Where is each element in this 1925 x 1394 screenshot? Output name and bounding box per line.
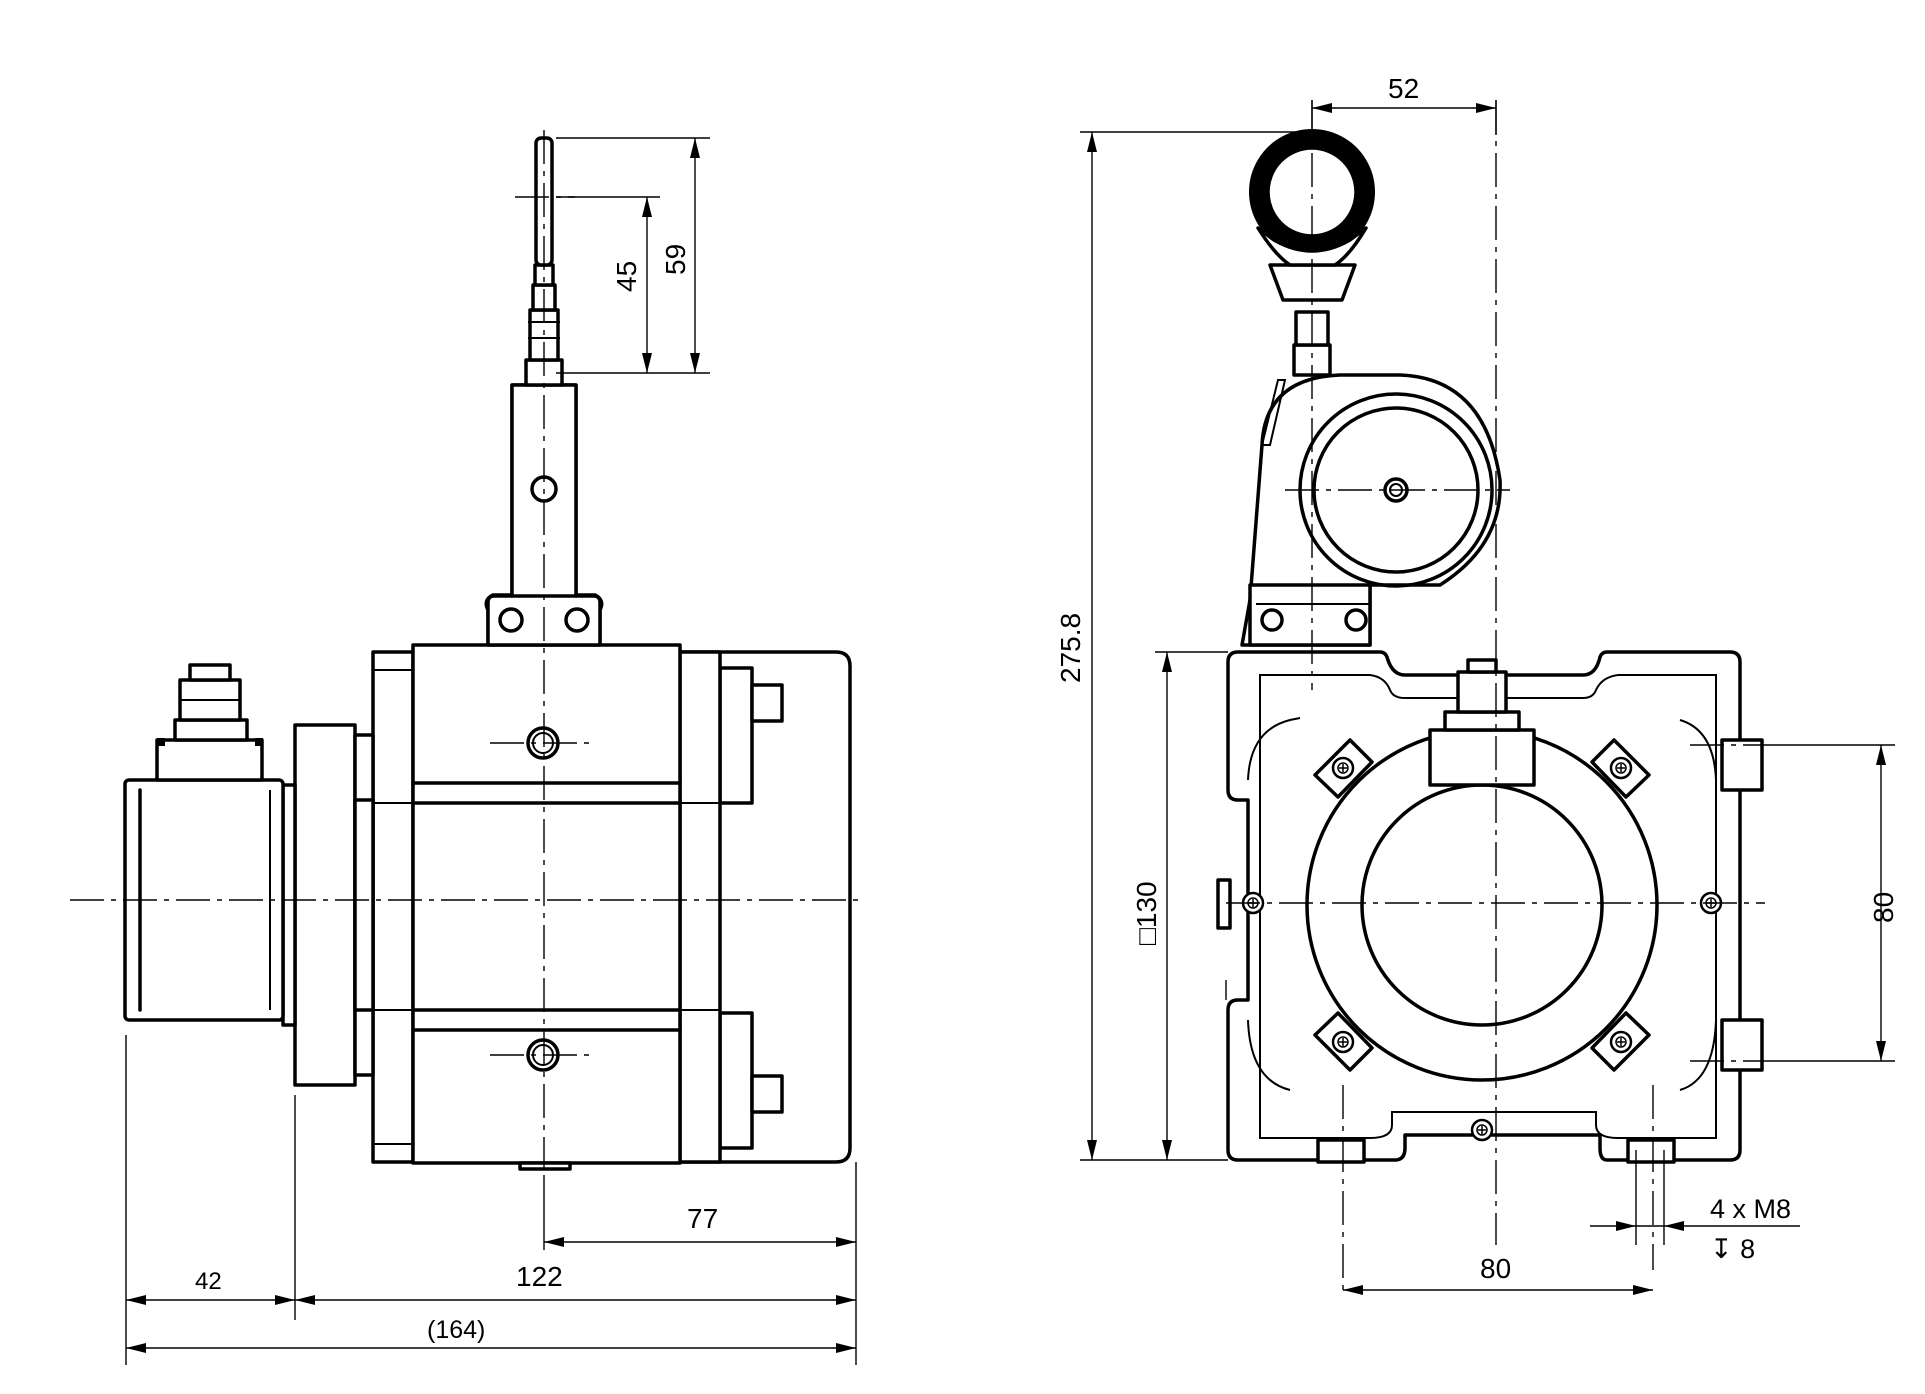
screw-icon <box>1609 1030 1633 1054</box>
flange <box>293 723 357 1087</box>
screw-icon <box>1470 1118 1494 1142</box>
connector-block <box>1428 728 1536 787</box>
side-view: 45 59 77 42 122 (164) <box>70 130 860 1365</box>
screw-icon <box>1331 756 1355 780</box>
housing-body <box>411 643 682 1165</box>
front-view: 52 275.8 □130 80 80 4 x M8 ↧ 8 <box>1055 73 1899 1295</box>
screw-icon <box>1331 1030 1355 1054</box>
clamp-column <box>371 650 415 1164</box>
dim-164: (164) <box>427 1316 485 1344</box>
dim-77: 77 <box>687 1203 718 1234</box>
dim-80-vertical: 80 <box>1868 892 1899 923</box>
dim-45: 45 <box>611 261 642 292</box>
dim-275-8: 275.8 <box>1055 613 1086 683</box>
dim-59: 59 <box>660 244 691 275</box>
thread-depth: ↧ 8 <box>1710 1234 1755 1264</box>
rear-cover <box>658 650 852 1164</box>
housing-outline <box>1226 650 1742 1162</box>
screw-icon <box>1609 756 1633 780</box>
connector-plug <box>155 738 264 782</box>
dim-122: 122 <box>516 1261 563 1292</box>
clamp-tab <box>718 1011 754 1150</box>
thread-spec: 4 x M8 <box>1710 1194 1791 1224</box>
dim-42: 42 <box>195 1268 222 1295</box>
dim-80-horizontal: 80 <box>1480 1253 1511 1284</box>
inner-bore <box>1360 783 1604 1027</box>
dim-130-square: □130 <box>1131 881 1162 945</box>
clamp-tab <box>718 666 754 805</box>
clamp-column <box>678 650 722 1164</box>
dim-52: 52 <box>1388 73 1419 104</box>
